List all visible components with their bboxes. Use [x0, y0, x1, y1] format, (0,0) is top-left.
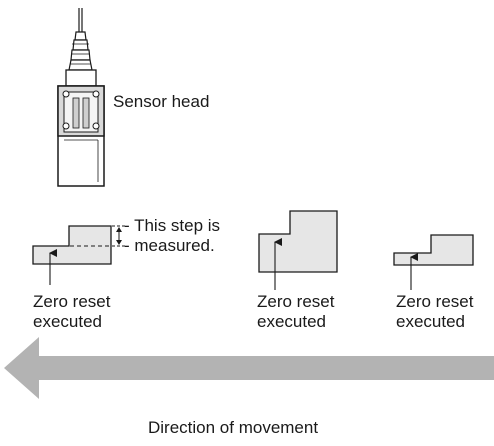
workpiece-2-caption-line1: Zero reset: [257, 292, 335, 311]
step-note-line1-text: This step is: [134, 216, 221, 235]
movement-arrow: [4, 337, 494, 399]
workpiece-1-caption-line2: executed: [33, 312, 102, 331]
sensor-cable: [65, 8, 97, 87]
workpiece-2: [258, 210, 338, 290]
step-note-line1: - This step is: [124, 216, 221, 235]
workpiece-3-caption-line2: executed: [396, 312, 465, 331]
sensor-head: [57, 8, 105, 187]
step-note-line2-text: measured.: [134, 236, 215, 255]
step-note-line2: - measured.: [124, 236, 215, 255]
sensor-body: [57, 85, 105, 187]
workpiece-3: [393, 234, 474, 290]
sensor-head-label: Sensor head: [113, 92, 210, 111]
workpiece-3-caption-line1: Zero reset: [396, 292, 474, 311]
workpiece-1: [32, 225, 112, 285]
workpiece-1-caption-line1: Zero reset: [33, 292, 111, 311]
workpiece-2-caption-line2: executed: [257, 312, 326, 331]
movement-label: Direction of movement: [148, 418, 319, 437]
step-measurement: [112, 225, 126, 247]
